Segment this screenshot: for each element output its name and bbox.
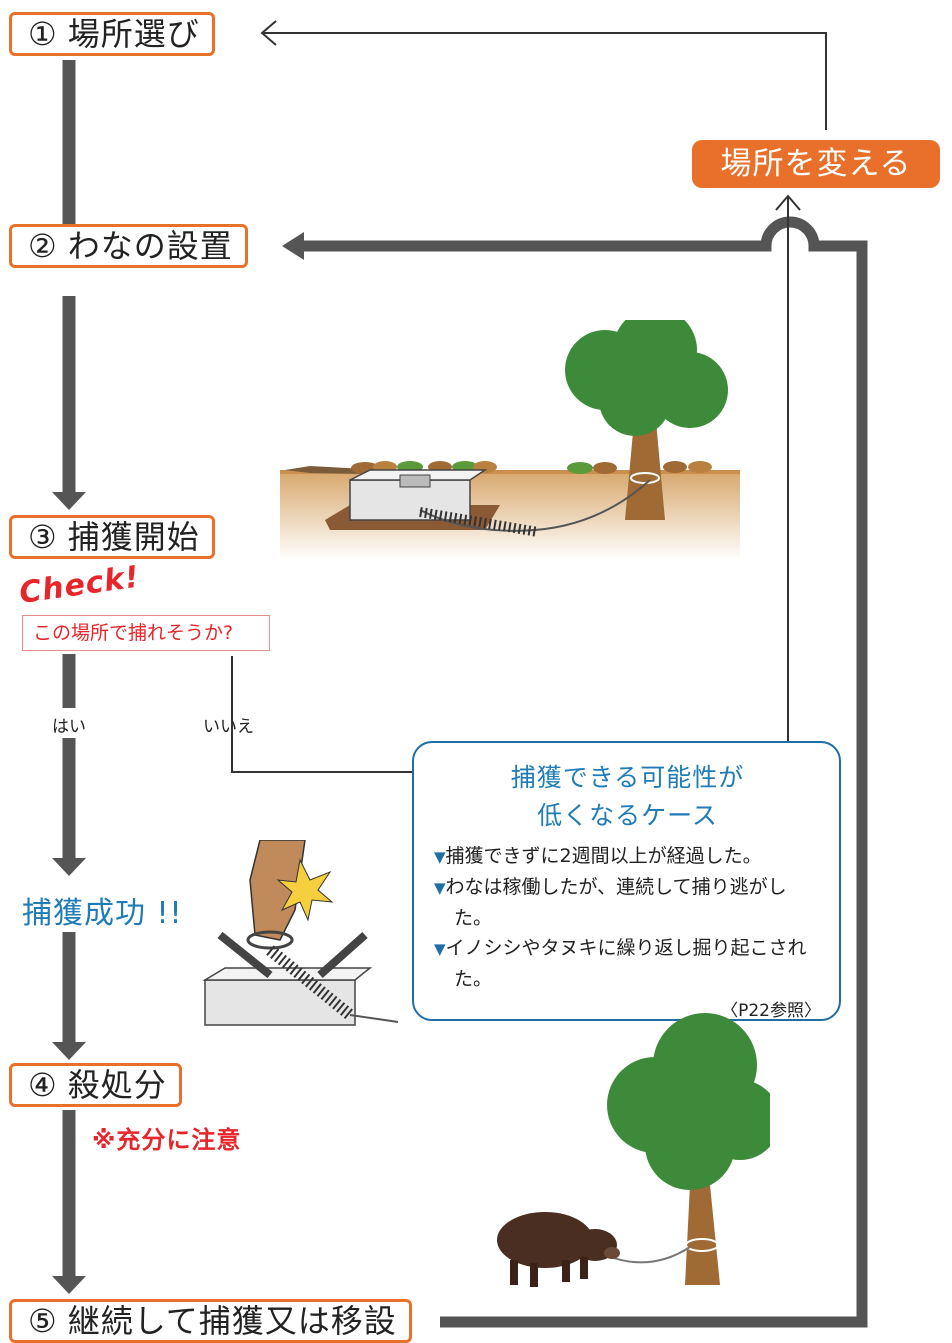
low-chance-item: ▼捕獲できずに2週間以上が経過した。 <box>434 845 762 867</box>
triangle-marker-icon: ▼ <box>434 879 446 897</box>
step-4-label: 殺処分 <box>67 1066 167 1104</box>
low-chance-title-2: 低くなるケース <box>537 801 718 830</box>
trap-box-icon <box>325 469 500 530</box>
trap-triggered-illustration <box>202 840 399 1026</box>
step-1-label: 場所選び <box>67 15 200 53</box>
caution-note: ※充分に注意 <box>92 1126 242 1154</box>
no-label: いいえ <box>203 717 254 737</box>
arrow-change-to-step1 <box>262 32 827 130</box>
step-5-number: ⑤ <box>28 1302 58 1340</box>
step-3-number: ③ <box>28 518 58 556</box>
tree-icon <box>607 1013 770 1285</box>
spring-icon <box>266 945 354 1020</box>
step-2-label: わなの設置 <box>67 227 233 265</box>
low-chance-cases-box: 捕獲できる可能性が 低くなるケース ▼捕獲できずに2週間以上が経過した。 ▼わな… <box>412 741 841 1021</box>
loop-step5-to-step2 <box>300 216 868 1328</box>
impact-burst-icon <box>276 858 334 922</box>
triangle-marker-icon: ▼ <box>434 940 446 958</box>
animal-leg-icon <box>249 840 306 941</box>
trap-box-icon <box>202 931 373 1026</box>
capture-success: 捕獲成功 !! <box>22 896 183 931</box>
low-chance-item: ▼わなは稼働したが、連続して捕り逃がした。 <box>434 876 787 929</box>
check-question: この場所で捕れそうか? <box>22 615 270 651</box>
change-location-box: 場所を変える <box>692 140 940 188</box>
low-chance-title-1: 捕獲できる可能性が <box>510 763 745 792</box>
step-4-number: ④ <box>28 1066 58 1104</box>
step-1-number: ① <box>28 15 58 53</box>
captured-boar-illustration <box>497 1013 770 1287</box>
step-2-number: ② <box>28 227 58 265</box>
triangle-marker-icon: ▼ <box>434 848 446 866</box>
low-chance-list: ▼捕獲できずに2週間以上が経過した。 ▼わなは稼働したが、連続して捕り逃がした。… <box>434 841 821 994</box>
step-3-label: 捕獲開始 <box>67 518 200 556</box>
low-chance-item: ▼イノシシやタヌキに繰り返し掘り起こされた。 <box>434 937 807 990</box>
wild-boar-icon <box>497 1212 620 1287</box>
trap-setup-illustration <box>280 320 740 560</box>
yes-label: はい <box>52 717 86 737</box>
step-5-label: 継続して捕獲又は移設 <box>67 1302 397 1340</box>
page-reference: 〈P22参照〉 <box>721 1001 821 1021</box>
line-check-no <box>231 656 416 773</box>
